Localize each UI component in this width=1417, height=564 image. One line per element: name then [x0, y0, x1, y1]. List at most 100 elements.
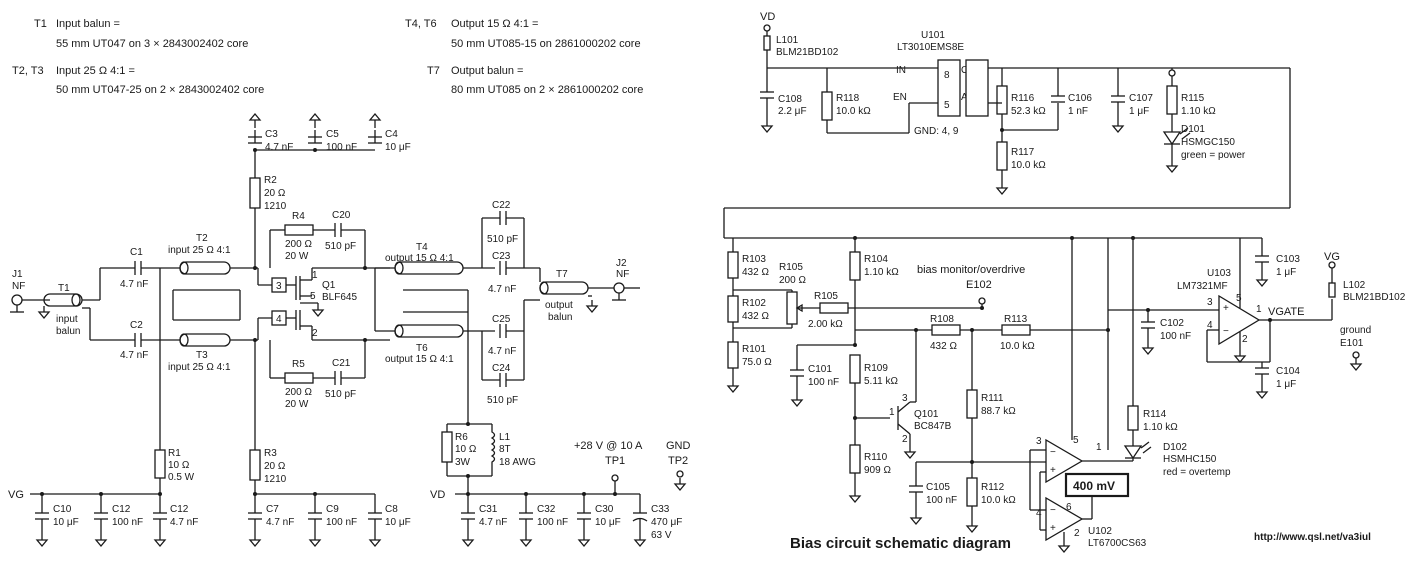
- connector-j2: J2 NF: [612, 258, 640, 301]
- balun-t7: T7 output balun: [539, 268, 614, 323]
- svg-text:R108: R108: [930, 314, 954, 325]
- svg-text:4.7 nF: 4.7 nF: [488, 284, 516, 295]
- svg-text:3: 3: [276, 281, 282, 292]
- note-t7-head: T7: [427, 65, 440, 77]
- cap-c10: C10 10 μF: [35, 494, 79, 547]
- svg-text:GND: 4, 9: GND: 4, 9: [914, 126, 959, 137]
- svg-text:input 25 Ω 4:1: input 25 Ω 4:1: [168, 362, 231, 373]
- svg-text:LT6700CS63: LT6700CS63: [1088, 538, 1147, 549]
- svg-text:C101: C101: [808, 364, 832, 375]
- svg-text:BLM21BD102: BLM21BD102: [776, 47, 839, 58]
- svg-text:NF: NF: [616, 269, 629, 280]
- svg-text:LM7321MF: LM7321MF: [1177, 281, 1228, 292]
- svg-text:1210: 1210: [264, 474, 287, 485]
- bias-vd-input: VD L101 BLM21BD102: [760, 11, 938, 69]
- svg-text:C31: C31: [479, 504, 498, 515]
- svg-text:BLM21BD102: BLM21BD102: [1343, 292, 1406, 303]
- svg-text:LT3010EMS8E: LT3010EMS8E: [897, 42, 964, 53]
- transformer-t6: T6 output 15 Ω 4:1: [374, 268, 495, 420]
- resistor-r101: R101 75.0 Ω: [727, 338, 772, 393]
- cap-c9: C9 100 nF: [308, 494, 357, 547]
- resistor-r117: R117 10.0 kΩ: [996, 128, 1046, 195]
- svg-text:C1: C1: [130, 247, 143, 258]
- svg-text:R110: R110: [864, 452, 888, 463]
- svg-text:20 W: 20 W: [285, 251, 309, 262]
- svg-text:2: 2: [1242, 334, 1248, 345]
- resistor-r116: R116 52.3 kΩ: [996, 68, 1059, 131]
- svg-text:5: 5: [1236, 293, 1242, 304]
- svg-text:510 pF: 510 pF: [325, 241, 356, 252]
- svg-text:U103: U103: [1207, 268, 1231, 279]
- cap-c12-a: C12 100 nF: [94, 494, 143, 547]
- svg-text:5: 5: [310, 291, 316, 302]
- svg-text:C105: C105: [926, 482, 950, 493]
- svg-text:88.7 kΩ: 88.7 kΩ: [981, 406, 1016, 417]
- source-url: http://www.qsl.net/va3iul: [1254, 532, 1371, 543]
- cap-c1: C1 4.7 nF: [120, 247, 160, 290]
- svg-text:52.3 kΩ: 52.3 kΩ: [1011, 106, 1046, 117]
- led-d101: D101 HSMGC150 green = power: [1162, 124, 1246, 173]
- note-t1-head: T1: [34, 18, 47, 30]
- note-t4-line2: 50 mm UT085-15 on 2861000202 core: [451, 38, 641, 50]
- svg-text:+: +: [1223, 303, 1229, 314]
- note-t4-head: T4, T6: [405, 18, 437, 30]
- svg-text:balun: balun: [548, 312, 572, 323]
- svg-text:GND: GND: [666, 440, 691, 452]
- svg-text:R113: R113: [1004, 314, 1028, 325]
- r6-l1: R6 10 Ω 3W L1 8T 18 AWG: [441, 420, 536, 494]
- svg-text:VD: VD: [760, 11, 775, 23]
- resistor-r102: R102 432 Ω: [727, 290, 769, 338]
- note-t7-line1: Output balun =: [451, 65, 523, 77]
- svg-text:100 nF: 100 nF: [926, 495, 957, 506]
- svg-text:C106: C106: [1068, 93, 1092, 104]
- svg-text:+: +: [1050, 465, 1056, 476]
- comparator-u102: − + 3 5 1 − + 4 6 2 U102 LT6700CS63: [1029, 236, 1147, 553]
- resistor-r103: R103 432 Ω: [727, 238, 769, 290]
- svg-text:R112: R112: [981, 482, 1005, 493]
- svg-text:L1: L1: [499, 432, 511, 443]
- bias-rail-top: [723, 68, 1291, 239]
- svg-text:C103: C103: [1276, 254, 1300, 265]
- svg-text:output 15 Ω 4:1: output 15 Ω 4:1: [385, 354, 454, 365]
- svg-text:5: 5: [1073, 435, 1079, 446]
- bias-schematic: VD L101 BLM21BD102 C108 2.2 μF: [723, 11, 1406, 553]
- cap-c7: C7 4.7 nF: [248, 494, 294, 547]
- svg-text:C104: C104: [1276, 366, 1300, 377]
- svg-text:VD: VD: [430, 489, 445, 501]
- svg-text:R5: R5: [292, 359, 305, 370]
- svg-text:J2: J2: [616, 258, 627, 269]
- svg-text:4: 4: [1036, 508, 1042, 519]
- svg-text:TP2: TP2: [668, 455, 688, 467]
- vg-rail: VG: [8, 489, 162, 501]
- svg-text:3: 3: [1207, 297, 1213, 308]
- svg-text:T2: T2: [196, 233, 208, 244]
- bias-monitor-e102: bias monitor/overdrive E102: [917, 264, 1025, 310]
- reference-400mv: 400 mV: [1064, 472, 1130, 498]
- svg-text:100 nF: 100 nF: [326, 142, 357, 153]
- svg-text:VGATE: VGATE: [1268, 306, 1304, 318]
- resistor-r1: R1 10 Ω 0.5 W: [154, 448, 195, 494]
- svg-text:R117: R117: [1011, 147, 1035, 158]
- svg-text:100 nF: 100 nF: [537, 517, 568, 528]
- resistor-r111: R111 88.7 kΩ: [966, 328, 1016, 464]
- svg-text:1 μF: 1 μF: [1129, 106, 1149, 117]
- svg-text:VG: VG: [8, 489, 24, 501]
- svg-text:2.00 kΩ: 2.00 kΩ: [808, 319, 843, 330]
- svg-text:C107: C107: [1129, 93, 1153, 104]
- svg-text:4: 4: [276, 314, 282, 325]
- svg-text:100 nF: 100 nF: [1160, 331, 1191, 342]
- svg-text:4.7 nF: 4.7 nF: [479, 517, 507, 528]
- svg-text:10 μF: 10 μF: [53, 517, 79, 528]
- svg-text:E101: E101: [1340, 338, 1364, 349]
- cap-c105: C105 100 nF: [909, 461, 972, 525]
- svg-text:8T: 8T: [499, 444, 511, 455]
- svg-text:2.2 μF: 2.2 μF: [778, 106, 807, 117]
- svg-text:200 Ω: 200 Ω: [285, 239, 312, 250]
- note-t2-line2: 50 mm UT047-25 on 2 × 2843002402 core: [56, 84, 264, 96]
- svg-text:balun: balun: [56, 326, 80, 337]
- svg-text:75.0 Ω: 75.0 Ω: [742, 357, 772, 368]
- svg-text:C24: C24: [492, 363, 511, 374]
- svg-text:E102: E102: [966, 279, 992, 291]
- note-t4-line1: Output 15 Ω 4:1 =: [451, 18, 538, 30]
